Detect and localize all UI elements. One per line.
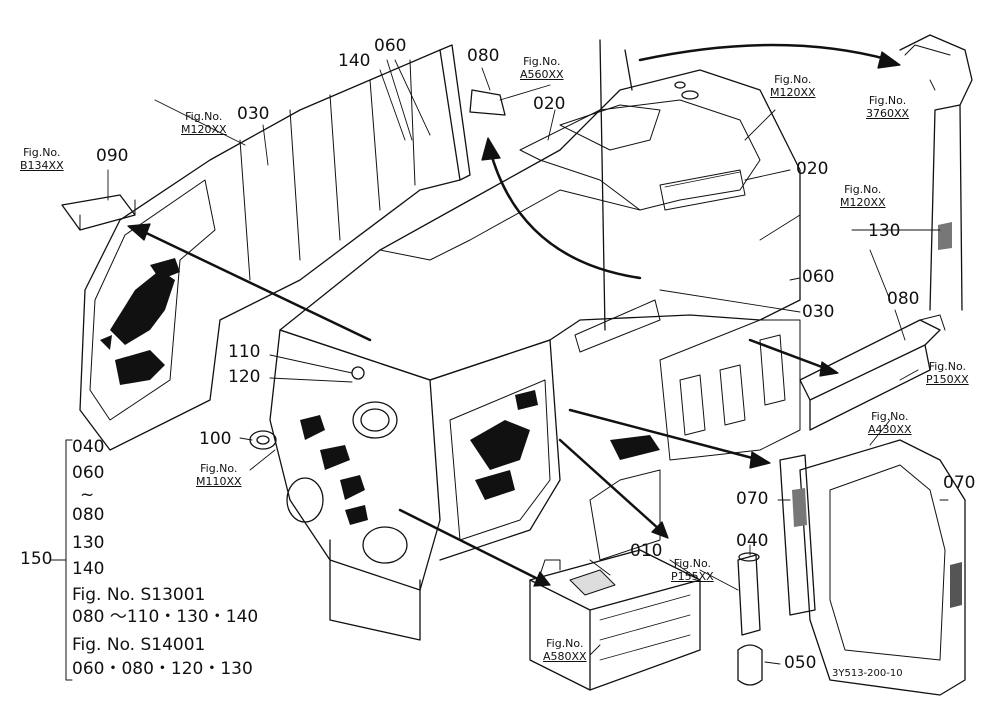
callout-110: 110 <box>228 342 261 362</box>
front-grille <box>269 329 561 641</box>
group-150-line-2: 060 <box>72 463 105 483</box>
group-150-line-6: 140 <box>72 559 105 579</box>
callout-010: 010 <box>630 541 663 561</box>
group-150-line-8: 080 ～110・130・140 <box>72 607 259 627</box>
left-side-panel <box>79 44 471 451</box>
callout-060-right: 060 <box>802 267 835 287</box>
callout-120: 120 <box>228 367 261 387</box>
callout-020-top: 020 <box>533 94 566 114</box>
small-parts <box>61 89 946 686</box>
callout-090: 090 <box>96 146 129 166</box>
grille-stickers <box>300 390 660 525</box>
group-150-line-1: 040 <box>72 437 105 457</box>
callout-030-left: 030 <box>237 104 270 124</box>
battery <box>529 549 701 691</box>
group-150-line-10: 060・080・120・130 <box>72 659 253 679</box>
engine-detail <box>589 319 801 561</box>
fig-ref-a560: Fig.No.A560XX <box>520 55 564 81</box>
fig-ref-m120-top: Fig.No.M120XX <box>770 73 816 99</box>
right-side-panel <box>779 439 966 696</box>
fig-ref-m120-right: Fig.No.M120XX <box>840 183 886 209</box>
fig-ref-p150: Fig.No.P150XX <box>926 360 969 386</box>
callout-140: 140 <box>338 51 371 71</box>
fig-ref-p155: Fig.No.P155XX <box>671 557 714 583</box>
callout-020-right: 020 <box>796 159 829 179</box>
callout-070-left: 070 <box>736 489 769 509</box>
callout-150: 150 <box>20 549 53 569</box>
group-150-line-3: ~ <box>80 485 95 505</box>
callout-070-right: 070 <box>943 473 976 493</box>
drawing-id: 3Y513-200-10 <box>832 668 903 679</box>
arrows <box>127 43 901 587</box>
hood-assembly <box>279 69 801 381</box>
bracket-p150 <box>799 319 941 431</box>
callout-100: 100 <box>199 429 232 449</box>
left-panel-stickers <box>100 258 180 385</box>
fig-ref-a430: Fig.No.A430XX <box>868 410 912 436</box>
fig-ref-a580: Fig.No.A580XX <box>543 637 587 663</box>
fig-ref-m110: Fig.No.M110XX <box>196 462 242 488</box>
callout-030-right: 030 <box>802 302 835 322</box>
fig-ref-3760: Fig.No.3760XX <box>866 94 910 120</box>
callout-040: 040 <box>736 531 769 551</box>
group-150-line-9: Fig. No. S14001 <box>72 635 206 655</box>
callout-050: 050 <box>784 653 817 673</box>
callout-080-top: 080 <box>467 46 500 66</box>
cab-pillars <box>599 39 633 331</box>
exhaust-pipe <box>899 34 973 311</box>
callout-080-right: 080 <box>887 289 920 309</box>
leader-lines <box>107 59 949 665</box>
fig-ref-m120-left: Fig.No.M120XX <box>181 110 227 136</box>
callout-130-right: 130 <box>868 221 901 241</box>
group-150-line-4: 080 <box>72 505 105 525</box>
group-150-line-7: Fig. No. S13001 <box>72 585 206 605</box>
group-150-line-5: 130 <box>72 533 105 553</box>
callout-060-top: 060 <box>374 36 407 56</box>
fig-ref-b134: Fig.No.B134XX <box>20 146 64 172</box>
group-150-bracket <box>49 439 73 681</box>
